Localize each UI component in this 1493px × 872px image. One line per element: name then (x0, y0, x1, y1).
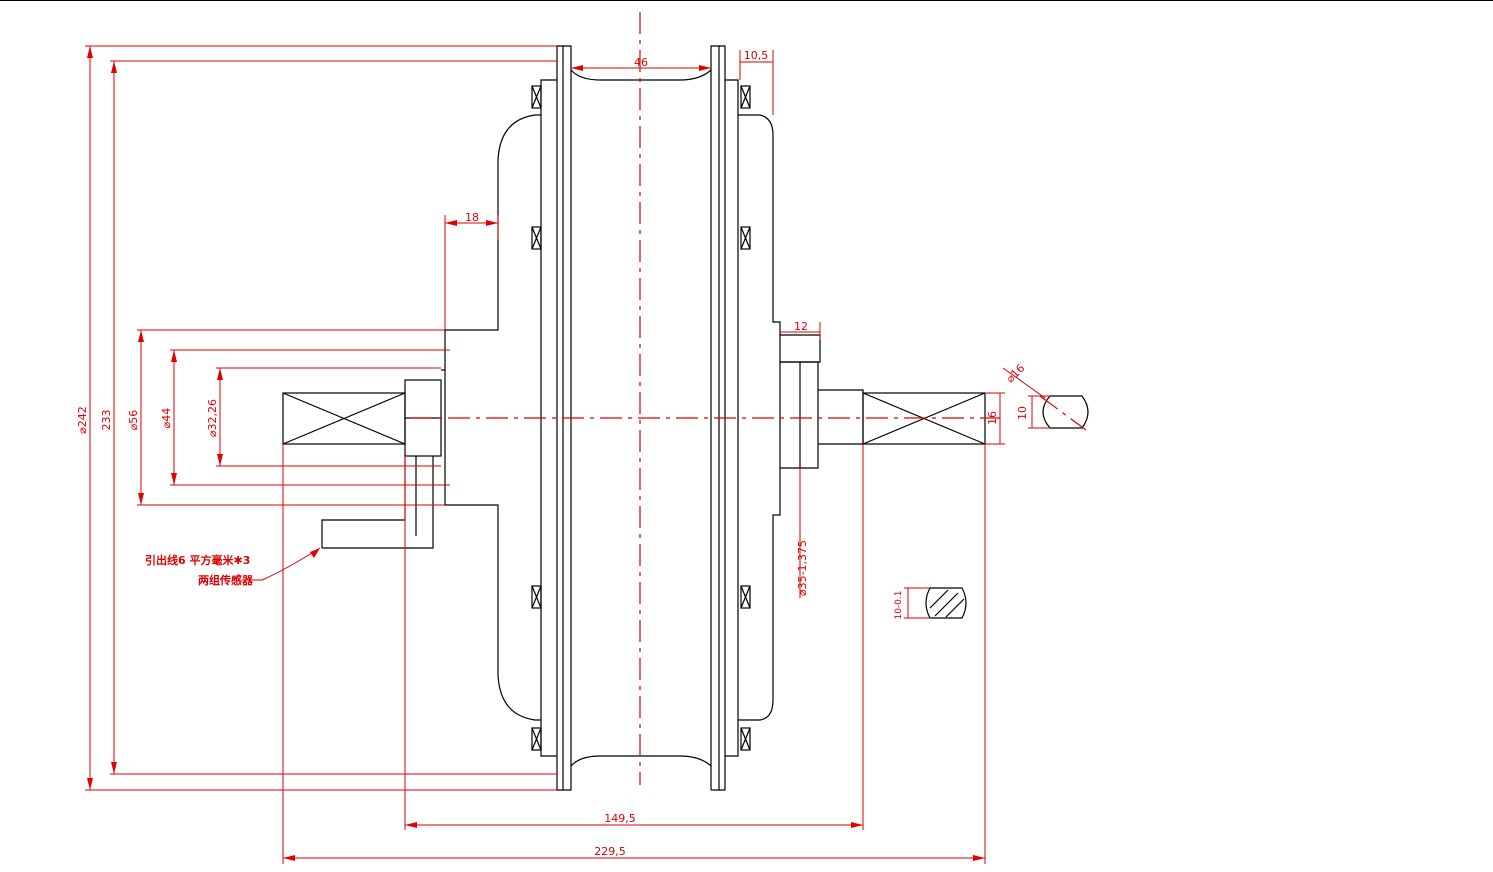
dim-233: 233 (100, 410, 113, 431)
dimension-labels: ⌀242 233 ⌀56 ⌀44 ⌀32,26 46 10,5 18 12 ⌀1… (76, 49, 1029, 858)
bearings (531, 85, 751, 751)
dim-10: 10 (1016, 406, 1029, 420)
left-dome (444, 114, 541, 721)
dim-12: 12 (794, 320, 808, 333)
sensor-note: 两组传感器 (198, 573, 254, 587)
axle-end-section (1042, 395, 1089, 429)
dim-44: ⌀44 (160, 408, 173, 429)
lead-wire-note: 引出线6 平方毫米✱3 (145, 553, 250, 567)
top-border-line (0, 0, 1493, 1)
dim-229-5: 229,5 (594, 845, 626, 858)
dim-46: 46 (634, 56, 648, 69)
axle-flat-section (925, 587, 967, 619)
dim-149-5: 149,5 (604, 812, 636, 825)
dim-d16: ⌀16 (1004, 362, 1028, 386)
dim-18: 18 (465, 211, 479, 224)
dimension-arrows (87, 46, 985, 861)
lead-wire (321, 456, 406, 548)
dim-242: ⌀242 (76, 406, 89, 434)
dim-10-5: 10,5 (744, 49, 769, 62)
right-cover-plate (725, 79, 739, 757)
drawing-notes: 引出线6 平方毫米✱3 两组传感器 (145, 553, 254, 587)
dim-16: 16 (986, 411, 999, 425)
dim-10-flat: 10-0.1 (894, 590, 904, 619)
dimension-lines (85, 12, 1087, 864)
dim-35: ⌀35-1,375 (796, 540, 809, 596)
dim-56: ⌀56 (127, 410, 140, 431)
dim-32: ⌀32,26 (206, 399, 219, 437)
